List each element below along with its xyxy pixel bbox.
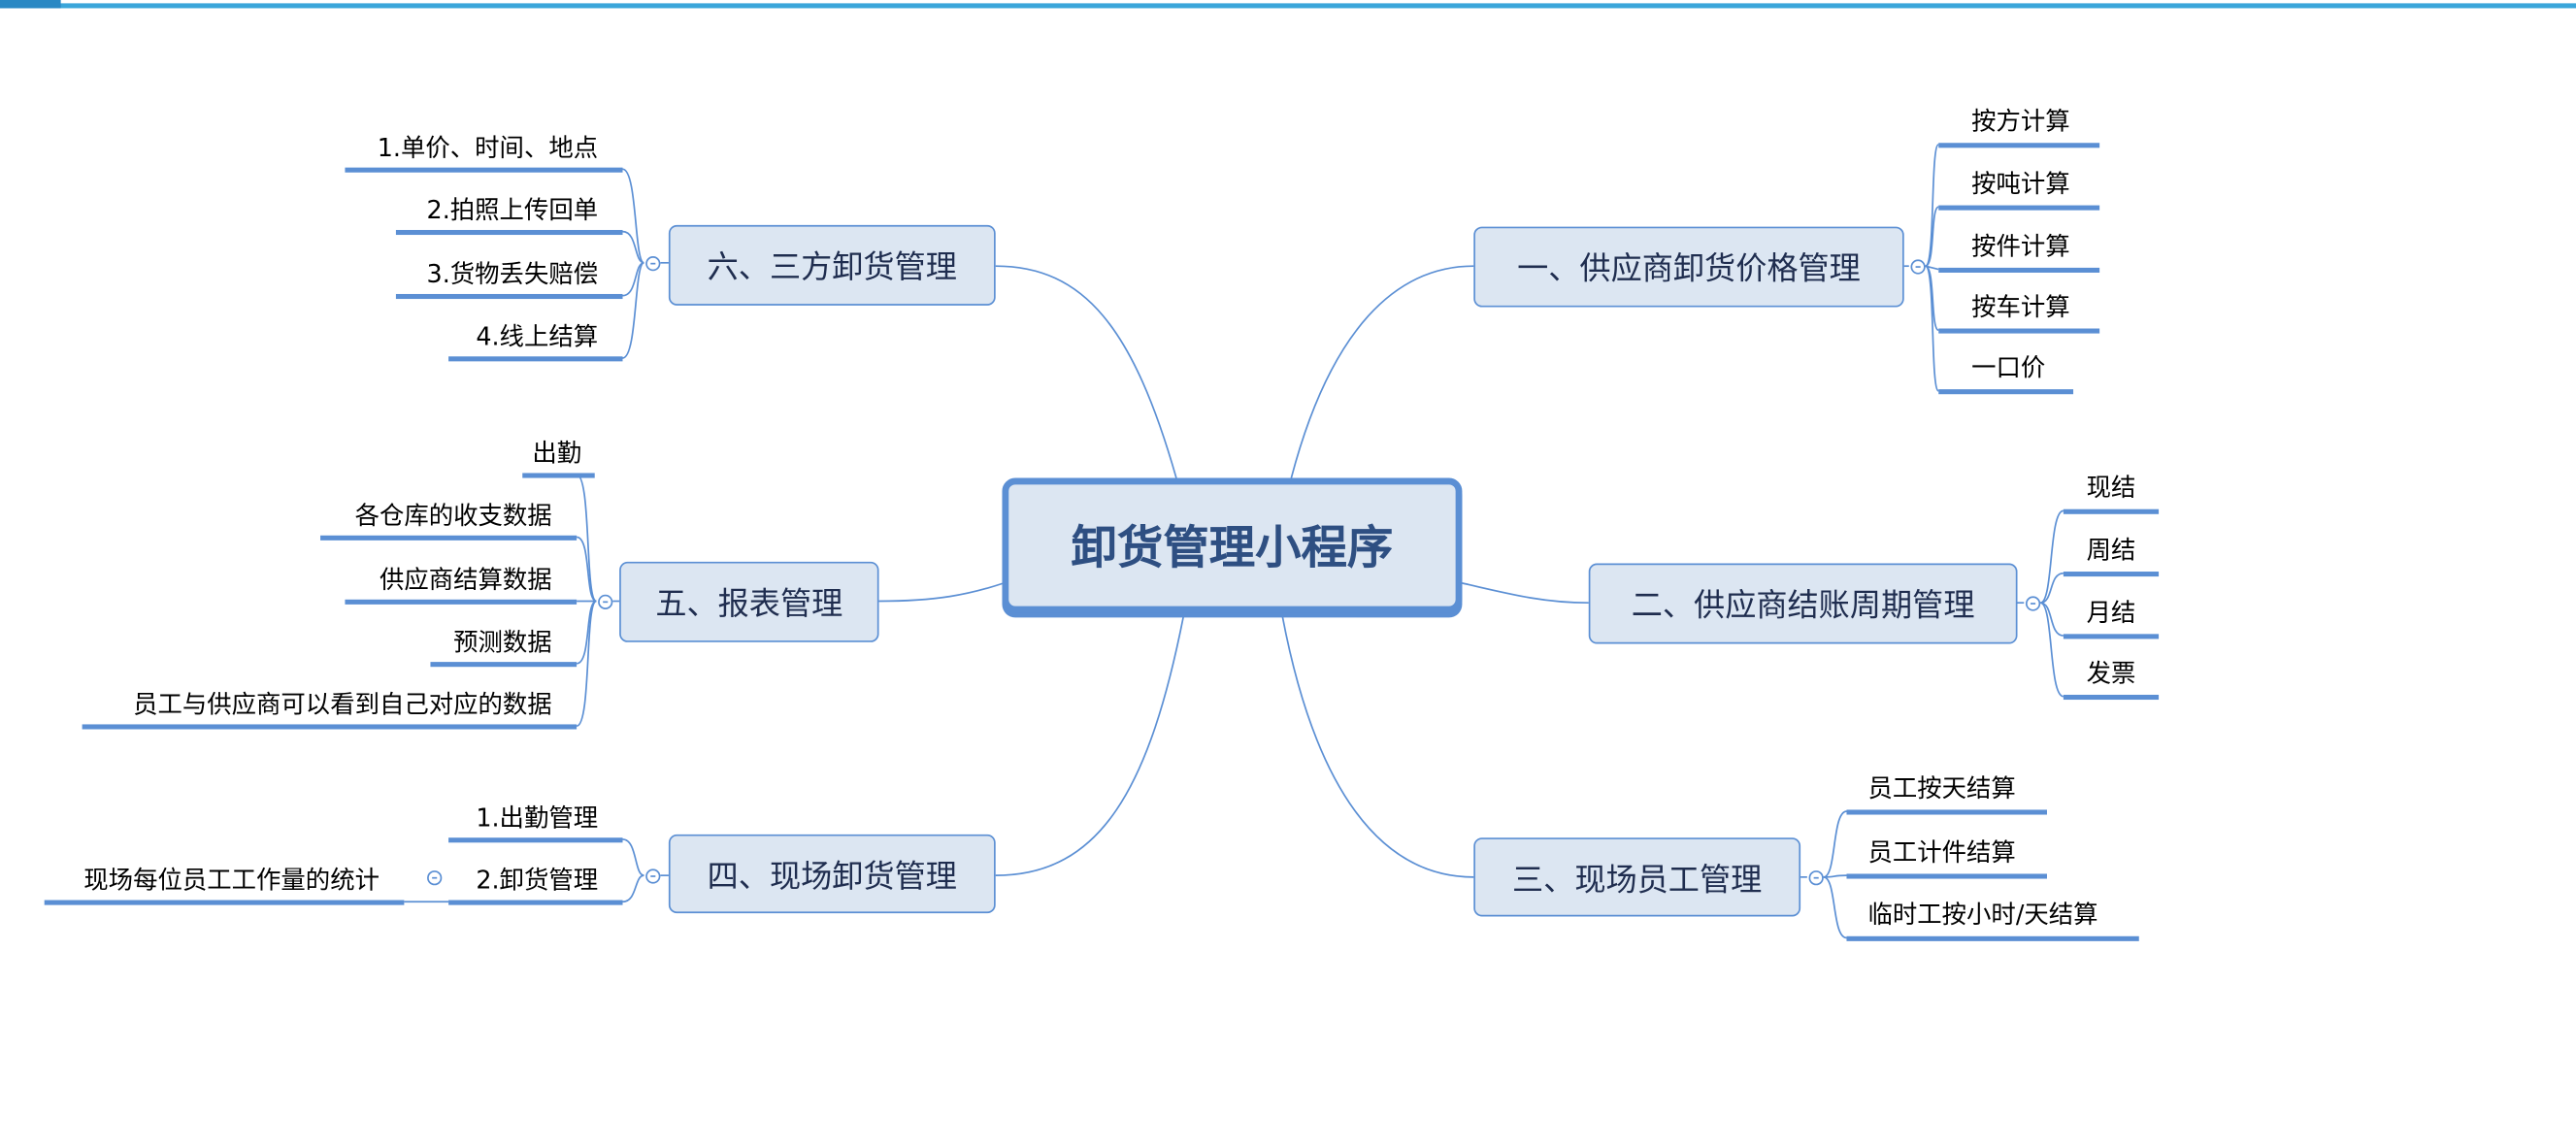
subtopic-underline xyxy=(345,599,578,605)
subtopic-underline xyxy=(448,900,623,905)
subtopic-underline xyxy=(448,356,623,362)
collapse-toggle-b5[interactable] xyxy=(598,594,613,609)
subtopic[interactable]: 一口价 xyxy=(1971,352,2046,383)
subtopic[interactable]: 4.线上结算 xyxy=(476,321,599,352)
subtopic-underline xyxy=(1846,809,2047,815)
subtopic[interactable]: 2.拍照上传回单 xyxy=(426,195,599,225)
subtopic[interactable]: 员工计件结算 xyxy=(1867,837,2016,868)
collapse-toggle-b2[interactable] xyxy=(2025,596,2041,611)
topic-onsite-unloading[interactable]: 四、现场卸货管理 xyxy=(668,834,996,914)
topic-reports[interactable]: 五、报表管理 xyxy=(619,561,879,642)
connector-center-b5 xyxy=(878,582,1005,603)
connector-center-b6 xyxy=(995,265,1177,478)
top-accent-bar xyxy=(0,3,2576,9)
subtopic[interactable]: 3.货物丢失赔偿 xyxy=(426,259,599,289)
subtopic-underline xyxy=(1846,873,2047,879)
connector-center-b3 xyxy=(1280,610,1474,878)
subtopic-underline xyxy=(82,724,578,730)
subtopic-underline xyxy=(2063,634,2160,639)
collapse-toggle-b4[interactable] xyxy=(645,868,661,884)
subtopic-underline xyxy=(1938,389,2074,395)
subtopic[interactable]: 员工按天结算 xyxy=(1867,773,2016,803)
subtopic[interactable]: 2.卸货管理 xyxy=(476,866,599,896)
subtopic[interactable]: 供应商结算数据 xyxy=(379,565,552,595)
subtopic[interactable]: 出勤 xyxy=(532,438,582,469)
subtopic[interactable]: 预测数据 xyxy=(453,627,552,658)
subtopic[interactable]: 发票 xyxy=(2086,658,2136,689)
subtopic-underline xyxy=(395,229,623,236)
subtopic-underline xyxy=(2063,572,2160,577)
subtopic[interactable]: 1.出勤管理 xyxy=(476,803,599,834)
subtopic[interactable]: 按车计算 xyxy=(1971,292,2070,322)
topic-onsite-staff[interactable]: 三、现场员工管理 xyxy=(1473,837,1801,917)
subtopic-underline xyxy=(345,167,623,173)
subtopic-underline xyxy=(320,535,578,541)
collapse-toggle-b6[interactable] xyxy=(645,256,661,272)
collapse-toggle-b4-unload[interactable] xyxy=(427,870,443,886)
collapse-toggle-b1[interactable] xyxy=(1910,259,1926,275)
subtopic-underline xyxy=(2063,694,2160,701)
subtopic-underline xyxy=(1846,935,2139,941)
subtopic-underline xyxy=(44,900,405,905)
subtopic[interactable]: 临时工按小时/天结算 xyxy=(1867,900,2098,931)
topic-supplier-price[interactable]: 一、供应商卸货价格管理 xyxy=(1473,226,1904,308)
subtopic[interactable]: 周结 xyxy=(2086,535,2136,566)
topic-third-party-unloading[interactable]: 六、三方卸货管理 xyxy=(668,224,996,306)
central-topic[interactable]: 卸货管理小程序 xyxy=(1002,477,1463,613)
subtopic[interactable]: 各仓库的收支数据 xyxy=(354,501,552,531)
subtopic[interactable]: 按吨计算 xyxy=(1971,169,2070,199)
subtopic-underline xyxy=(1938,267,2100,273)
subtopic[interactable]: 按件计算 xyxy=(1971,231,2070,262)
subtopic[interactable]: 按方计算 xyxy=(1971,107,2070,137)
connector-center-b4 xyxy=(995,610,1186,877)
top-tab-marker xyxy=(0,0,61,9)
subtopic-underline xyxy=(395,293,623,300)
subtopic[interactable]: 现结 xyxy=(2086,473,2136,503)
collapse-toggle-b3[interactable] xyxy=(1808,870,1824,886)
connector-center-b1 xyxy=(1290,265,1474,478)
subtopic-underline xyxy=(522,473,595,478)
subtopic-underline xyxy=(448,837,623,843)
subtopic[interactable]: 员工与供应商可以看到自己对应的数据 xyxy=(133,689,552,720)
topic-supplier-billing-cycle[interactable]: 二、供应商结账周期管理 xyxy=(1588,563,2018,644)
subtopic[interactable]: 月结 xyxy=(2086,598,2136,628)
subtopic[interactable]: 1.单价、时间、地点 xyxy=(377,133,599,163)
subtopic-grandchild[interactable]: 现场每位员工工作量的统计 xyxy=(83,866,380,896)
connector-center-b2 xyxy=(1462,582,1589,605)
subtopic-underline xyxy=(1938,328,2100,334)
subtopic-underline xyxy=(1938,143,2100,148)
subtopic-underline xyxy=(1938,205,2100,211)
subtopic-underline xyxy=(430,662,578,668)
subtopic-underline xyxy=(2063,508,2160,514)
